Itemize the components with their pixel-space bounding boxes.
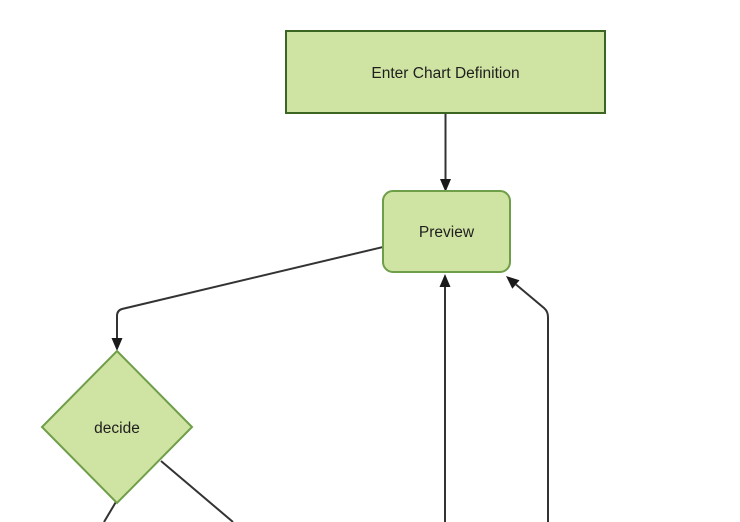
node-label: decide: [94, 420, 140, 437]
arrowhead-up-icon: [439, 274, 451, 287]
edge-line: [160, 460, 234, 522]
node-preview: Preview: [382, 190, 511, 273]
rectangle-node-shape: [285, 30, 606, 114]
edge-enter-chart-definition-to-preview: [440, 113, 451, 192]
node-label: Enter Chart Definition: [371, 65, 519, 82]
edge-decide-to-offscreen-bottom-right: [160, 460, 234, 522]
edge-offscreen-bottom-to-preview-corner: [506, 276, 549, 522]
edge-decide-to-offscreen-bottom-left: [103, 500, 118, 522]
node-enter-chart-definition: Enter Chart Definition: [285, 30, 606, 114]
edge-line: [116, 246, 384, 338]
edge-offscreen-bottom-to-preview-bottom: [439, 274, 451, 522]
arrowhead-up-left-icon: [506, 276, 520, 289]
rounded-rectangle-node-shape: [382, 190, 511, 273]
node-label: Preview: [419, 224, 475, 241]
arrowhead-down-icon: [440, 179, 451, 192]
edge-preview-to-decide: [111, 246, 384, 351]
edge-line: [515, 283, 549, 522]
arrowhead-down-icon: [111, 338, 123, 351]
diamond-node-shape: [40, 349, 194, 505]
edge-line: [103, 500, 118, 522]
node-decide: decide: [40, 349, 194, 505]
